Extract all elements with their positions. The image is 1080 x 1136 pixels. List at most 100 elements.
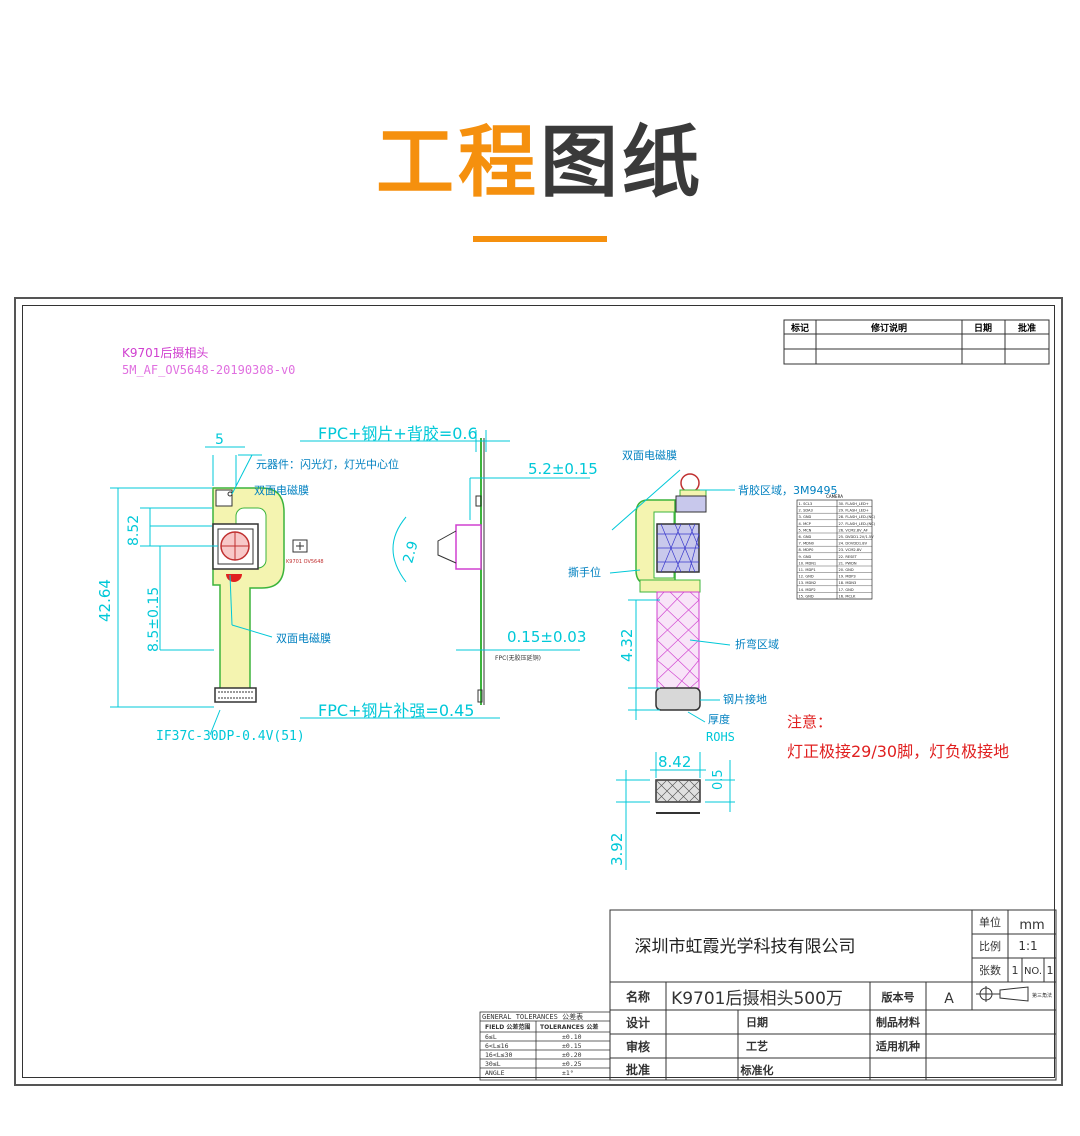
label-thickness: 厚度 (708, 712, 730, 726)
side-view-dimensions (300, 430, 590, 719)
design-label: 设计 (626, 1015, 650, 1030)
tolerance-table (479, 1011, 611, 1081)
rev-col-approve: 批准 (1018, 322, 1036, 334)
connector-label: IF37C-30DP-0.4V(51) (156, 729, 305, 744)
front-view (212, 487, 285, 703)
tolerance-title: GENERAL TOLERANCES 公差表 (482, 1012, 583, 1021)
dim-5: 5 (215, 432, 224, 448)
material-label: 制品材料 (876, 1015, 920, 1029)
pin-table-cell: 2. SDA3 (799, 509, 813, 513)
stiffener-dimensions (616, 752, 735, 870)
projection-symbol-icon (976, 986, 1029, 1002)
tolerance-field: 6≤L (485, 1033, 497, 1041)
tolerance-field: 16<L≤30 (485, 1051, 512, 1059)
pin-table-cell: 5. MCN (799, 528, 812, 532)
side-view (437, 438, 485, 705)
name-value: K9701后摄相头500万 (671, 989, 843, 1009)
dim-842: 8.42 (658, 753, 691, 771)
tolerance-field: ANGLE (485, 1069, 505, 1077)
approve-label: 批准 (626, 1062, 650, 1077)
page-title-accent: 工程 (375, 118, 540, 208)
flash-symbol: K9701 OV5648 (286, 539, 324, 565)
model-label: K9701后摄相头 (122, 345, 208, 360)
drawing-frame-inner (22, 305, 1055, 1078)
projection-label: 第三角法 (1032, 992, 1052, 999)
pin-table-cell: 10. MDN1 (799, 561, 817, 565)
dim-thickness-bottom: FPC+钢片补强=0.45 (318, 701, 474, 720)
date-label: 日期 (746, 1015, 768, 1029)
rev-col-desc: 修订说明 (870, 322, 907, 334)
pin-table-cell: 25. DVDD1.2V/1.5V (839, 535, 875, 539)
pin-table-cell: 20. GND (839, 568, 854, 572)
tolerance-field: 30≤L (485, 1060, 501, 1068)
label-component: 元器件：闪光灯，灯光中心位 (256, 457, 399, 471)
tolerance-value: ±1° (562, 1069, 574, 1077)
label-emi-right: 双面电磁膜 (622, 449, 677, 462)
pin-table-cell: 4. MCP (799, 522, 812, 526)
note-body: 灯正极接29/30脚，灯负极接地 (787, 742, 1009, 761)
scale-label: 比例 (979, 939, 1001, 953)
pin-table-cell: 19. MDP3 (839, 575, 856, 579)
dim-392: 3.92 (608, 833, 626, 866)
pin-table-cell: 1. SCL3 (799, 502, 813, 506)
page-title: 工程图纸 (0, 118, 1080, 208)
file-id-label: 5M_AF_OV5648-20190308-v0 (122, 363, 295, 377)
no-label: NO. (1024, 966, 1042, 977)
front-view-dimensions (110, 446, 273, 736)
back-view (635, 473, 707, 711)
dim-852: 8.52 (126, 515, 142, 546)
tolerance-value: ±0.15 (562, 1042, 582, 1050)
pin-table-cell: 13. MDN2 (799, 581, 817, 585)
dim-015: 0.15±0.03 (507, 628, 586, 646)
unit-label: 单位 (979, 915, 1001, 929)
pin-table-cell: 21. PWDN (839, 561, 857, 565)
tolerance-field: 6<L≤16 (485, 1042, 509, 1050)
sheets-value: 1 (1012, 964, 1019, 977)
review-label: 审核 (626, 1039, 650, 1054)
pin-table-cell: 8. MDP0 (799, 548, 815, 552)
rohs-label: ROHS (706, 730, 735, 744)
pin-table-cell: 12. GND (799, 575, 814, 579)
pin-table-cell: 29. FLASH_LED+ (839, 509, 869, 513)
company-name: 深圳市虹霞光学科技有限公司 (635, 937, 856, 957)
process-label: 工艺 (746, 1039, 768, 1053)
revision-table (783, 319, 1050, 365)
pin-table-cell: 23. VCM2.8V (839, 548, 863, 552)
pin-table-cell: 6. GND (799, 535, 812, 539)
pin-table-cell: 9. GND (799, 555, 812, 559)
pin-table-cell: 24. DOVDD1.8V (839, 542, 868, 546)
pin-table-header: CAMERA (826, 494, 843, 499)
version-label: 版本号 (882, 990, 915, 1004)
dim-29: 2.9 (400, 539, 421, 565)
label-fpc-note: FPC(无胶压延铜) (495, 654, 541, 662)
dim-432: 4.32 (618, 629, 636, 662)
pin-table-cell: 22. RESET (839, 555, 858, 559)
version-value: A (944, 991, 954, 1007)
dim-4264: 42.64 (96, 579, 114, 622)
dim-85: 8.5±0.15 (146, 587, 162, 652)
dim-thickness-top: FPC+钢片+背胶=0.6 (318, 424, 478, 443)
back-view-dimensions (609, 469, 735, 723)
no-value: 1 (1047, 964, 1054, 977)
pin-table-cell: 26. VCM2.8V_AF (839, 528, 868, 532)
applicable-model-label: 适用机种 (876, 1039, 920, 1053)
tolerance-value: ±0.20 (562, 1051, 582, 1059)
label-steel-ground: 钢片接地 (723, 693, 767, 706)
scale-value: 1:1 (1018, 939, 1037, 953)
tolerance-col1: FIELD 公差范围 (485, 1023, 530, 1031)
drawing-frame-outer (14, 297, 1063, 1086)
sheets-label: 张数 (979, 964, 1001, 977)
pin-table-cell: 16. MCLK (839, 594, 856, 598)
pin-table-cell: 7. MDN0 (799, 542, 815, 546)
pin-table-cell: 14. MDP2 (799, 588, 816, 592)
svg-text:K9701 OV5648: K9701 OV5648 (286, 559, 324, 565)
dim-05: 0.5 (711, 769, 726, 790)
rev-col-mark: 标记 (790, 322, 809, 334)
pin-table-cell: 28. FLASH_LED-(NC) (839, 515, 876, 519)
page-title-main: 图纸 (540, 118, 705, 208)
title-underline (473, 236, 607, 242)
unit-value: mm (1019, 918, 1044, 933)
label-tear: 撕手位 (568, 565, 601, 579)
